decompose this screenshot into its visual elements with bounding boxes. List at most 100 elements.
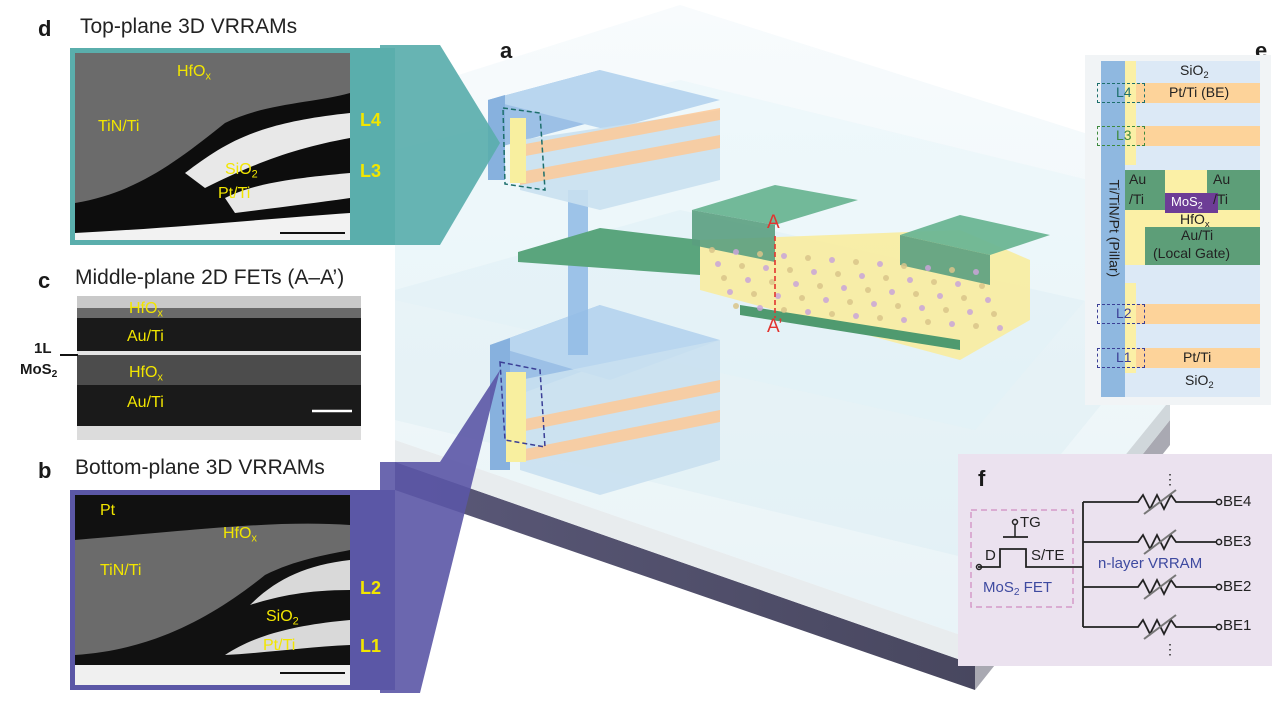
lattice-atom (985, 297, 991, 303)
pillar (568, 190, 588, 355)
label-pt-ti: Pt/Ti (263, 637, 296, 654)
label-auti-top: Au/Ti (127, 328, 164, 345)
e-be-l2 (1136, 304, 1260, 324)
label-layer-l4: L4 (360, 110, 382, 130)
lattice-atom (775, 293, 781, 299)
be-terminal-3 (1215, 583, 1223, 591)
lattice-atom (751, 291, 757, 297)
lattice-atom (877, 261, 883, 267)
lattice-atom (787, 267, 793, 273)
tem-image-middle-plane: HfOx Au/Ti HfOx Au/Ti (77, 296, 361, 440)
tem-image-bottom-plane (75, 495, 350, 685)
e-layer-box-l2: L2 (1097, 304, 1145, 324)
fet-dashed-box (970, 509, 1074, 608)
be-terminal-4 (1215, 623, 1223, 631)
label-d: D (985, 547, 996, 564)
label-be3: BE3 (1223, 533, 1252, 550)
lattice-atom (901, 317, 907, 323)
lattice-atom (793, 281, 799, 287)
lattice-atom (769, 279, 775, 285)
label-tin-ti: TiN/Ti (100, 562, 142, 579)
label-mos2-sub: 2 (51, 369, 58, 381)
e-au-left-top: Au (1129, 171, 1147, 187)
e-local-gate-line2: (Local Gate) (1153, 245, 1231, 261)
lattice-atom (997, 325, 1003, 331)
lattice-atom (931, 279, 937, 285)
e-au-right-bottom: /Ti (1213, 191, 1229, 207)
label-be2: BE2 (1223, 578, 1252, 595)
label-be4: BE4 (1223, 493, 1252, 510)
panel-letter-d: d (38, 16, 52, 41)
e-be-l4 (1136, 83, 1260, 103)
lattice-atom (895, 303, 901, 309)
lattice-atom (757, 305, 763, 311)
lattice-atom (943, 307, 949, 313)
label-fet-sub: 2 (1013, 587, 1020, 599)
e-au-right-top: Au (1213, 171, 1231, 187)
lattice-atom (715, 261, 721, 267)
e-pillar-label: Ti/TiN/Pt (Pillar) (1106, 179, 1123, 278)
e-au-left (1125, 170, 1165, 210)
be-terminal-1 (1215, 498, 1223, 506)
lattice-atom (733, 249, 739, 255)
label-sio2: SiO2 (225, 161, 258, 180)
label-hfox-text: HfO (177, 63, 206, 80)
lattice-atom (781, 307, 787, 313)
e-sio2-bottom-sub: 2 (1208, 379, 1214, 391)
lattice-atom (733, 303, 739, 309)
resistor-1 (1083, 492, 1216, 512)
e-layer-l4: L4 (1116, 84, 1132, 100)
lattice-atom (757, 251, 763, 257)
label-hfox-text: HfO (223, 525, 252, 542)
lattice-atom (829, 311, 835, 317)
lattice-atom (823, 297, 829, 303)
e-sio2-top-sub: 2 (1203, 69, 1209, 81)
lattice-atom (859, 273, 865, 279)
label-sio2-sub: 2 (292, 615, 299, 628)
label-sio2-text: SiO (266, 608, 293, 625)
be-terminal-2 (1215, 538, 1223, 546)
lattice-atom (955, 281, 961, 287)
panel-letter-c: c (38, 268, 51, 293)
resistor-arrow-1 (1143, 489, 1177, 515)
lattice-atom (853, 259, 859, 265)
middle-fet-plane (518, 185, 1050, 360)
label-hfox-bottom-sub: x (157, 371, 163, 384)
cut-label-a: A (767, 212, 780, 233)
label-hfox-sub: x (251, 532, 257, 545)
resistor-arrow-3 (1143, 574, 1177, 600)
label-fet-suffix: FET (1019, 579, 1053, 596)
lattice-atom (967, 309, 973, 315)
label-auti-bottom: Au/Ti (127, 394, 164, 411)
e-mos2-label: MoS2 (1171, 195, 1203, 210)
e-pillar (1101, 61, 1125, 397)
resistor-4 (1083, 617, 1216, 637)
e-be-l1 (1136, 348, 1260, 368)
lattice-atom (877, 315, 883, 321)
resistor-2 (1083, 532, 1216, 552)
lattice-atom (841, 285, 847, 291)
panel-b-title: Bottom-plane 3D VRRAMs (75, 456, 325, 479)
circuit-schematic: ⋮ ⋮ (970, 471, 1223, 657)
lattice-atom (961, 295, 967, 301)
vrram-resistors (1083, 489, 1223, 640)
bottom-zoom-wedge (380, 370, 500, 693)
lattice-atom (883, 275, 889, 281)
panel-d-title: Top-plane 3D VRRAMs (80, 15, 298, 38)
label-mos2-text: MoS (20, 361, 52, 378)
panel-letter-b: b (38, 458, 52, 483)
panel-e-cross-section: SiO2 Pt/Ti (BE) Au /Ti Au /Ti MoS2 HfOx … (1085, 55, 1271, 405)
label-hfox-top-text: HfO (129, 300, 158, 317)
lattice-atom (889, 289, 895, 295)
lattice-atom (811, 269, 817, 275)
lattice-atom (835, 271, 841, 277)
e-layer-l1: L1 (1116, 349, 1132, 365)
fet-channel (978, 548, 1083, 568)
dots-top: ⋮ (1163, 471, 1177, 487)
bottom-vrram-stack (490, 305, 720, 495)
lattice-atom (805, 309, 811, 315)
lattice-atom (781, 253, 787, 259)
label-mos2-fet: MoS2 FET (983, 579, 1053, 599)
label-hfox: HfOx (177, 63, 211, 82)
e-sio2-top-text: SiO (1180, 62, 1204, 78)
